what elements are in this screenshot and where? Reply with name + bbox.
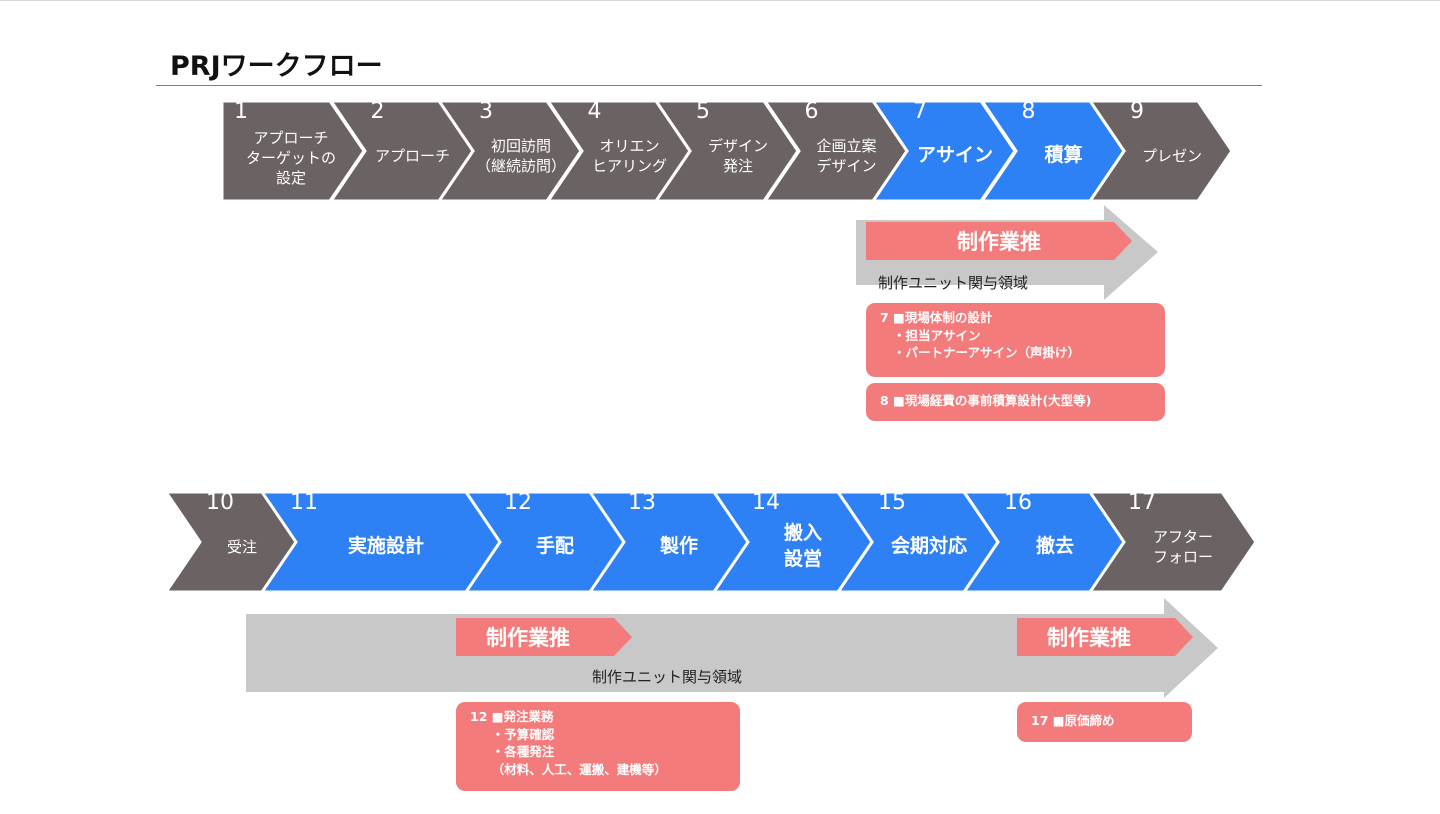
step-label: 初回訪問 （継続訪問）	[475, 136, 566, 175]
step-number: 9	[1130, 99, 1144, 124]
band-label: 制作ユニット関与領域	[592, 668, 743, 686]
step-label: 撤去	[1035, 535, 1074, 558]
step-number: 6	[804, 99, 819, 124]
note-line: 17 ■原価締め	[1031, 713, 1115, 728]
note-line: （材料、人工、運搬、建機等）	[470, 761, 667, 777]
step-label: 積算	[1044, 144, 1083, 167]
title-underline	[156, 85, 1262, 86]
workflow-step-5: 5 デザイン 発注	[653, 99, 800, 203]
step-number: 13	[628, 490, 656, 515]
step-number: 10	[206, 490, 234, 515]
note-step-8: 8 ■現場経費の事前積算設計(大型等)	[866, 383, 1165, 421]
tag-arrow-shape	[456, 618, 632, 656]
workflow-step-8: 8 積算	[978, 99, 1126, 203]
step-label: 搬入 設営	[783, 522, 822, 570]
note-step-7: 7 ■現場体制の設計 ・担当アサイン ・パートナーアサイン（声掛け）	[866, 303, 1165, 377]
step-number: 2	[370, 99, 385, 124]
step-number: 12	[504, 490, 532, 515]
note-line: ・予算確認	[470, 726, 555, 742]
top-border	[0, 0, 1440, 1]
step-number: 17	[1128, 490, 1156, 515]
step-chevron-shape	[220, 99, 366, 203]
tag-arrow-shape	[1017, 618, 1193, 656]
step-label: 受注	[226, 537, 257, 556]
step-number: 14	[752, 490, 780, 515]
step-label: 会期対応	[890, 535, 967, 558]
band-label: 制作ユニット関与領域	[878, 274, 1029, 292]
step-number: 3	[479, 99, 493, 124]
step-number: 8	[1021, 99, 1036, 124]
step-number: 11	[290, 490, 318, 515]
workflow-step-15: 15 会期対応	[835, 490, 1000, 594]
step-number: 4	[587, 99, 602, 124]
step-label: 実施設計	[347, 535, 424, 558]
workflow-step-11: 11 実施設計	[247, 490, 502, 594]
tag-label: 制作業推	[486, 626, 570, 650]
tag-label: 制作業推	[1047, 626, 1131, 650]
step-label: プレゼン	[1141, 146, 1202, 165]
step-label: デザイン 発注	[707, 136, 768, 175]
step-label: 手配	[535, 535, 574, 558]
step-number: 15	[878, 490, 906, 515]
note-step-12: 12 ■発注業務 ・予算確認 ・各種発注 （材料、人工、運搬、建機等）	[456, 702, 740, 791]
page-title: PRJワークフロー	[170, 51, 383, 82]
step-number: 5	[696, 99, 710, 124]
tag-arrow-shape	[866, 222, 1132, 260]
step-label: アプローチ	[374, 146, 450, 165]
step-chevron-shape	[163, 490, 298, 594]
step-number: 16	[1004, 490, 1032, 515]
note-line: ・各種発注	[470, 744, 555, 759]
production-tag-band-2-left: 制作業推	[456, 618, 632, 656]
workflow-step-10: 10 受注	[163, 490, 298, 594]
note-line: 8 ■現場経費の事前積算設計(大型等)	[880, 393, 1092, 408]
tag-label: 制作業推	[957, 230, 1041, 254]
production-tag-band-2-right: 制作業推	[1017, 618, 1193, 656]
note-line: 12 ■発注業務	[470, 709, 554, 724]
step-label: オリエン ヒアリング	[591, 136, 667, 175]
step-number: 7	[913, 99, 927, 124]
step-label: アプローチ ターゲットの 設定	[245, 128, 336, 188]
step-number: 1	[234, 99, 248, 124]
note-line: 7 ■現場体制の設計	[880, 310, 993, 325]
production-tag-band-1: 制作業推	[866, 222, 1132, 260]
workflow-step-1: 1 アプローチ ターゲットの 設定	[220, 99, 366, 203]
workflow-step-4: 4 オリエン ヒアリング	[544, 99, 692, 203]
note-step-17: 17 ■原価締め	[1017, 702, 1192, 742]
workflow-step-2: 2 アプローチ	[327, 99, 475, 203]
step-label: アサイン	[916, 144, 993, 167]
note-line: ・担当アサイン	[880, 327, 981, 343]
step-label: アフター フォロー	[1152, 527, 1213, 566]
workflow-step-3: 3 初回訪問 （継続訪問）	[436, 99, 583, 203]
note-line: ・パートナーアサイン（声掛け）	[880, 345, 1081, 360]
workflow-step-7: 7 アサイン	[870, 99, 1017, 203]
step-label: 企画立案 デザイン	[816, 136, 877, 175]
step-label: 製作	[659, 535, 698, 558]
